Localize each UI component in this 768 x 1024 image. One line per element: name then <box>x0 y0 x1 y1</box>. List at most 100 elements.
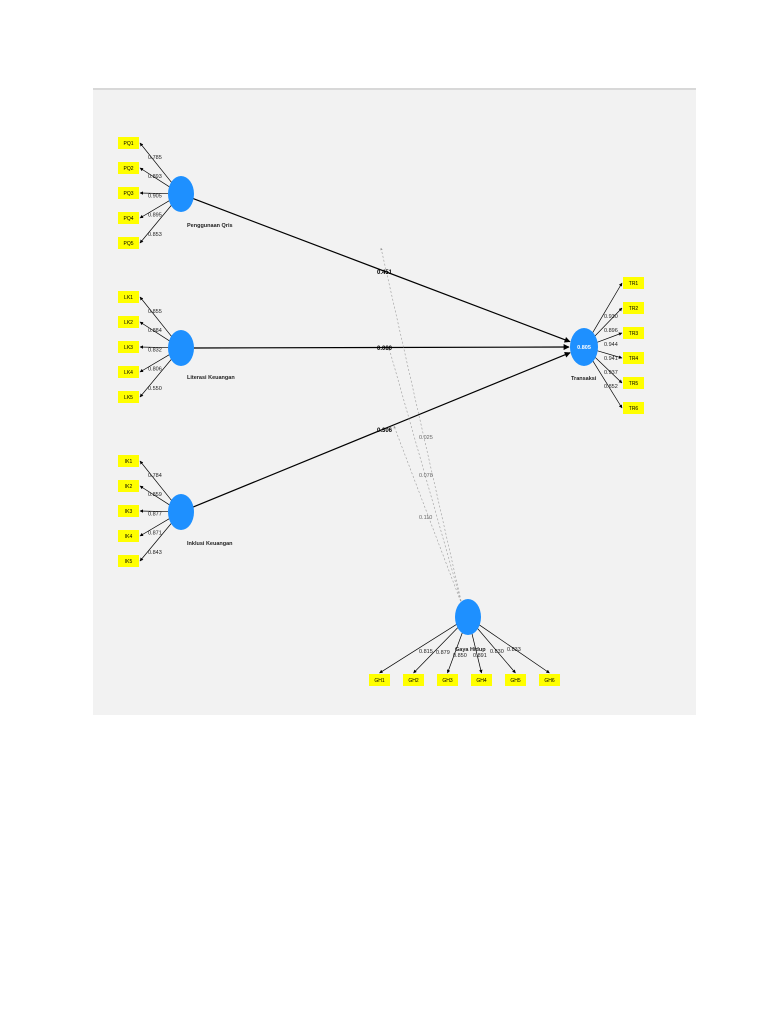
latent-gh-circle <box>455 599 481 635</box>
moderation-value-1: 0.025 <box>419 435 433 441</box>
indicator-ik1-box <box>118 455 139 467</box>
gh-loading-arrow-6 <box>478 624 550 674</box>
indicator-gh1-label: GH1 <box>374 678 385 684</box>
indicator-ik5-box <box>118 555 139 567</box>
path-coef-lk-tr: 0.080 <box>377 346 393 352</box>
latent-lk-label: Literasi Keuangan <box>187 375 235 381</box>
indicator-lk3-box <box>118 341 139 353</box>
ik-loading-arrow-2 <box>139 485 171 506</box>
path-pq-tr <box>192 198 571 343</box>
indicator-tr1-box <box>623 277 644 289</box>
tr-loading-arrow-6 <box>591 358 623 409</box>
moderation-value-2: 0.078 <box>419 473 433 479</box>
indicator-tr4-box <box>623 352 644 364</box>
indicator-ik4-box <box>118 530 139 542</box>
indicator-ik2-label: IK2 <box>125 484 133 490</box>
indicator-lk5-label: LK5 <box>124 395 133 401</box>
path-coef-pq-tr: 0.451 <box>377 270 393 276</box>
pq-loading-arrow-3 <box>139 191 169 195</box>
ik-loading-value-5: 0.843 <box>148 550 162 556</box>
ik-loading-value-3: 0.877 <box>148 511 162 517</box>
indicator-gh6-label: GH6 <box>544 678 555 684</box>
indicator-tr3-box <box>623 327 644 339</box>
indicator-pq5-label: PQ5 <box>123 241 133 247</box>
indicator-lk5-box <box>118 391 139 403</box>
tr-loading-value-1: 0.930 <box>604 314 618 320</box>
pq-loading-arrow-1 <box>139 142 174 185</box>
gh-loading-arrow-5 <box>476 626 516 674</box>
indicator-ik4-label: IK4 <box>125 534 133 540</box>
gh-loading-arrow-3 <box>446 629 464 674</box>
indicator-tr1-label: TR1 <box>629 281 639 287</box>
lk-loading-arrow-3 <box>139 345 169 349</box>
pq-loading-value-5: 0.853 <box>148 232 162 238</box>
indicator-ik1-label: IK1 <box>125 459 133 465</box>
indicator-ik3-box <box>118 505 139 517</box>
lk-loading-value-2: 0.884 <box>148 328 162 334</box>
pq-loading-value-3: 0.905 <box>148 193 162 199</box>
path-ik-tr <box>192 351 571 508</box>
pq-loading-arrow-4 <box>139 200 170 219</box>
indicator-gh2-label: GH2 <box>408 678 419 684</box>
indicator-pq2-box <box>118 162 139 174</box>
lk-loading-value-3: 0.832 <box>148 347 162 353</box>
ik-loading-value-1: 0.784 <box>148 473 162 479</box>
indicator-lk2-label: LK2 <box>124 320 133 326</box>
path-lk-tr <box>193 344 570 351</box>
indicator-pq4-label: PQ4 <box>123 216 133 222</box>
latent-pq-circle <box>168 176 194 212</box>
moderation-line-1 <box>380 247 463 606</box>
pq-loading-value-2: 0.893 <box>148 174 162 180</box>
latent-tr-r2: 0.805 <box>577 345 591 351</box>
indicator-tr2-box <box>623 302 644 314</box>
ik-loading-value-4: 0.871 <box>148 531 162 537</box>
lk-loading-arrow-1 <box>139 296 174 339</box>
latent-pq-label: Penggunaan Qris <box>187 223 233 229</box>
tr-loading-value-3: 0.944 <box>604 342 618 348</box>
gh-loading-value-3: 0.850 <box>453 653 467 659</box>
latent-ik-circle <box>168 494 194 530</box>
lk-loading-arrow-4 <box>139 354 170 373</box>
indicator-gh1-box <box>369 674 390 686</box>
tr-loading-value-4: 0.941 <box>604 356 618 362</box>
indicator-gh2-box <box>403 674 424 686</box>
lk-loading-arrow-5 <box>139 357 173 398</box>
indicator-tr5-label: TR5 <box>629 381 639 387</box>
indicator-lk4-box <box>118 366 139 378</box>
indicator-tr6-box <box>623 402 644 414</box>
indicator-tr4-label: TR4 <box>629 356 639 362</box>
tr-loading-arrow-4 <box>597 350 623 359</box>
tr-loading-arrow-1 <box>590 282 623 336</box>
latent-lk-circle <box>168 330 194 366</box>
gh-loading-value-1: 0.815 <box>419 649 433 655</box>
pq-loading-value-4: 0.895 <box>148 213 162 219</box>
tr-loading-arrow-5 <box>594 356 623 384</box>
gh-loading-value-6: 0.833 <box>507 647 521 653</box>
lk-loading-arrow-2 <box>139 321 171 342</box>
gh-loading-value-2: 0.879 <box>436 650 450 656</box>
tr-loading-arrow-3 <box>597 332 623 343</box>
indicator-gh3-box <box>437 674 458 686</box>
indicator-lk1-label: LK1 <box>124 295 133 301</box>
indicator-gh5-label: GH5 <box>510 678 521 684</box>
path-coef-ik-tr: 0.306 <box>377 428 393 434</box>
latent-tr-label: Transaksi <box>571 376 597 382</box>
indicator-lk4-label: LK4 <box>124 370 133 376</box>
moderation-line-2 <box>388 347 463 606</box>
lk-loading-value-5: 0.550 <box>148 386 162 392</box>
indicator-pq5-box <box>118 237 139 249</box>
ik-loading-arrow-1 <box>139 460 174 503</box>
indicator-pq3-box <box>118 187 139 199</box>
latent-ik-label: Inklusi Keuangan <box>187 541 233 547</box>
pq-loading-arrow-5 <box>139 203 173 244</box>
indicator-ik2-box <box>118 480 139 492</box>
gh-loading-arrow-1 <box>379 623 458 674</box>
ik-loading-arrow-3 <box>139 509 169 513</box>
indicator-gh3-label: GH3 <box>442 678 453 684</box>
tr-loading-value-5: 0.937 <box>604 370 618 376</box>
indicator-tr5-box <box>623 377 644 389</box>
indicator-tr6-label: TR6 <box>629 406 639 412</box>
tr-loading-value-2: 0.896 <box>604 328 618 334</box>
gh-loading-value-4: 0.891 <box>473 653 487 659</box>
